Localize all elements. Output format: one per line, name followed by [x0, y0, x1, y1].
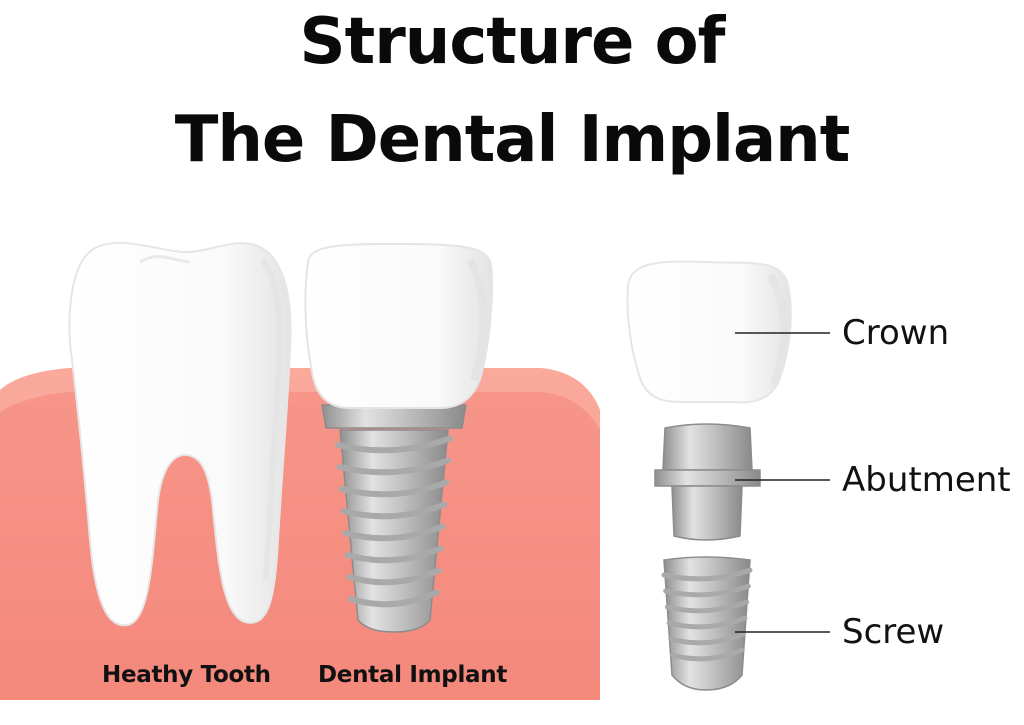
dental-implant-caption: Dental Implant: [318, 662, 508, 688]
title-line-2: The Dental Implant: [174, 103, 851, 177]
screw-thread: [335, 435, 453, 454]
screw-thread: [340, 501, 448, 520]
screw-thread: [344, 545, 444, 564]
screw-thread: [346, 567, 442, 586]
screw-thread: [348, 589, 440, 608]
screw-thread: [661, 567, 753, 582]
screw-thread: [342, 523, 446, 542]
implant-in-gum-icon: [304, 242, 493, 633]
screw-thread: [666, 615, 748, 630]
screw-part-icon: [661, 556, 753, 691]
screw-thread: [668, 631, 746, 646]
crown-label: Crown: [842, 313, 950, 353]
crown-part-icon: [626, 260, 792, 404]
screw-thread: [336, 457, 452, 476]
screw-thread: [669, 647, 745, 662]
title-line-1: Structure of: [299, 5, 726, 79]
screw-label: Screw: [842, 612, 945, 652]
abutment-part-icon: [654, 423, 761, 541]
abutment-label: Abutment: [842, 460, 1011, 500]
screw-thread: [338, 479, 450, 498]
screw-thread: [663, 583, 751, 598]
healthy-tooth-caption: Heathy Tooth: [102, 662, 271, 688]
screw-thread: [664, 599, 750, 614]
healthy-tooth-icon: [68, 241, 292, 627]
